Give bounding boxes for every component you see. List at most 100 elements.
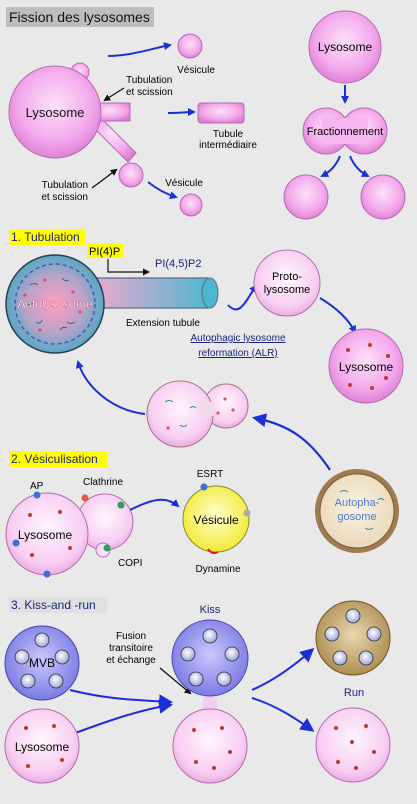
arrow-to-tubule (167, 108, 196, 117)
coat-proteins (12, 491, 125, 578)
run-lysosome-dots (334, 724, 376, 770)
arrow-to-vesicle-bottom (147, 181, 178, 200)
tubulation-bottom-label-1: Tubulation (42, 180, 88, 191)
extension-label: Extension tubule (126, 318, 200, 329)
lysosome-s3 (4, 708, 80, 784)
pi4p-conversion-arrow (107, 259, 150, 276)
esrt-label: ESRT (197, 469, 224, 480)
autophagosome-label-1: Autopha- (335, 497, 380, 509)
tubulation-top-label-2: et scission (126, 87, 173, 98)
lysosome-main (8, 65, 102, 159)
heading-tubulation: 1. Tubulation (11, 230, 80, 244)
intermediate-dots (166, 397, 235, 430)
arrow-to-lysosome-s1 (319, 297, 356, 334)
vesicle-marker (243, 509, 251, 517)
daughter-right (360, 174, 406, 220)
heading-bg-tubulation (9, 229, 85, 245)
autophagosome (319, 473, 395, 549)
tubule-tip (201, 277, 219, 309)
pi4p-bg (87, 243, 123, 258)
arrow-to-autolysosome (75, 360, 146, 415)
fractionnement-label: Fractionnement (307, 126, 383, 138)
dynamine-label: Dynamine (195, 564, 240, 575)
lysosome-s2-label: Lysosome (18, 528, 73, 542)
page-title: Fission des lysosomes (9, 9, 150, 25)
autophagosome-label-2: gosome (337, 511, 376, 523)
mvb-label: MVB (29, 656, 55, 670)
kiss-label: Kiss (200, 604, 221, 616)
title-highlight (6, 7, 154, 27)
pointer-tubulation-bottom (91, 168, 118, 189)
alr-label-1: Autophagic lysosome (190, 333, 285, 344)
lysosome-s1-dots (346, 343, 390, 390)
arrow-to-vesicle-s2 (129, 498, 180, 511)
lysosome-right-label: Lysosome (318, 40, 373, 54)
arrow-lysosome-to-kiss (69, 699, 173, 736)
arrow-run-down (251, 697, 315, 732)
vesicle-bottom-label: Vésicule (165, 178, 203, 189)
arrow-to-vesicle-top (107, 42, 172, 57)
tubule-label-1: Tubule (213, 129, 244, 140)
lysosome-s3-label: Lysosome (15, 740, 70, 754)
autolysosome (5, 254, 105, 354)
lysosome-s2-dots (28, 510, 72, 557)
vesicle-top (177, 33, 203, 59)
proto-label-2: lysosome (264, 284, 310, 296)
run-label: Run (344, 687, 364, 699)
lysosome-label: Lysosome (26, 105, 85, 120)
arrow-fraction-left (320, 155, 341, 177)
autolysosome-label: Autolysosome (17, 297, 93, 311)
lysosome-s1-label: Lysosome (339, 360, 394, 374)
kiss-lysosome-dots (192, 726, 232, 770)
arrow-to-protolysosome (227, 284, 258, 311)
heading-vesiculisation: 2. Vésiculisation (11, 452, 98, 466)
mvb-inner-vesicles (14, 632, 70, 689)
lysosome-right (308, 10, 382, 84)
autolysosome-dashed-membrane (14, 263, 96, 345)
pi4p-label: PI(4)P (89, 246, 120, 258)
autophagosome-contents (339, 490, 385, 530)
autolysosome-dots (23, 278, 82, 332)
autolysosome-contents (27, 277, 76, 331)
ap-label: AP (30, 481, 44, 492)
intermediate-contents (164, 400, 197, 427)
daughter-left (283, 174, 329, 220)
intermediate-tubule (197, 102, 245, 124)
heading-kiss-and-run: 3. Kiss-and -run (11, 598, 96, 612)
vesicle-s2-label: Vésicule (193, 513, 239, 527)
esrt-marker (200, 483, 208, 491)
pi45p2-label: PI(4,5)P2 (155, 258, 201, 270)
fusion-label-1: Fusion (116, 631, 146, 642)
copi-label: COPI (118, 558, 142, 569)
fusion-label-2: transitoire (109, 643, 153, 654)
fusion-label-3: et échange (106, 655, 156, 666)
lysosome-s1 (328, 328, 404, 404)
kiss-lysosome (172, 708, 248, 784)
heading-bg-vesiculisation (9, 451, 107, 467)
heading-bg-kiss (9, 597, 107, 613)
bud-bottom (118, 162, 144, 188)
top-lysosome-group: Lysosome (8, 62, 144, 188)
fraction-joint (322, 118, 368, 144)
pointer-fusion (159, 667, 192, 695)
kiss-pore (203, 692, 217, 712)
vesicle-top-label: Vésicule (177, 65, 215, 76)
arrow-run-up (251, 648, 315, 691)
proto-label-1: Proto- (272, 271, 302, 283)
run-lysosome (315, 707, 391, 783)
kiss-mvb-inner-vesicles (180, 628, 240, 687)
lysosome-s3-dots (24, 724, 64, 768)
arrow-mvb-to-kiss (69, 689, 173, 709)
vesicle-bottom (179, 193, 203, 217)
arrow-fraction-right (349, 155, 370, 177)
tubulation-top-label-1: Tubulation (126, 75, 172, 86)
clathrine-label: Clathrine (83, 477, 123, 488)
intermediate-neck (198, 402, 214, 416)
run-mvb-inner-vesicles (324, 608, 382, 666)
pointer-tubulation-top (103, 87, 125, 102)
tubulation-bottom-label-2: et scission (41, 192, 88, 203)
arrow-from-autophagosome (252, 413, 331, 471)
protolysosome (253, 249, 321, 317)
